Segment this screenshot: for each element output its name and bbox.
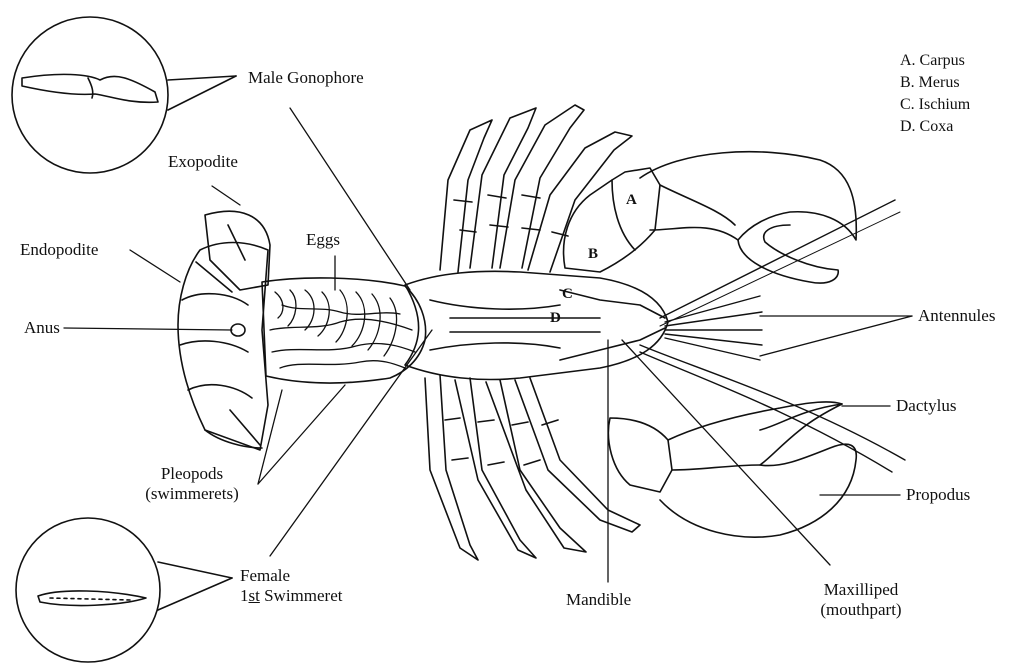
label-anus: Anus xyxy=(24,318,60,338)
label-male-gonophore: Male Gonophore xyxy=(248,68,364,88)
label-female-ordinal-suffix: st xyxy=(249,586,260,605)
label-pleopods-line1: Pleopods xyxy=(128,464,256,484)
segment-a-letter: A xyxy=(626,192,637,209)
segment-legend: A. Carpus B. Merus C. Ischium D. Coxa xyxy=(900,50,970,138)
label-maxilliped-line2: (mouthpart) xyxy=(806,600,916,620)
upper-cheliped xyxy=(564,152,857,283)
segment-c-letter: C xyxy=(562,286,573,303)
label-female-swimmeret: Female 1st Swimmeret xyxy=(240,566,342,606)
lower-cheliped xyxy=(608,402,856,537)
legend-item-ischium: C. Ischium xyxy=(900,94,970,116)
label-female-line2-rest: Swimmeret xyxy=(260,586,343,605)
segment-b-letter: B xyxy=(588,246,598,263)
label-maxilliped-line1: Maxilliped xyxy=(806,580,916,600)
label-endopodite: Endopodite xyxy=(20,240,98,260)
abdomen-with-eggs xyxy=(262,278,426,383)
legend-item-merus: B. Merus xyxy=(900,72,970,94)
label-antennules: Antennules xyxy=(918,306,995,326)
label-exopodite: Exopodite xyxy=(168,152,238,172)
tail-fan xyxy=(178,211,270,450)
thorax xyxy=(405,271,668,379)
walking-legs-upper xyxy=(440,105,632,272)
label-eggs: Eggs xyxy=(306,230,340,250)
legend-item-carpus: A. Carpus xyxy=(900,50,970,72)
label-female-line1: Female xyxy=(240,566,342,586)
label-mandible: Mandible xyxy=(566,590,631,610)
label-pleopods: Pleopods (swimmerets) xyxy=(128,464,256,504)
label-female-line2: 1st Swimmeret xyxy=(240,586,342,606)
label-female-ordinal-number: 1 xyxy=(240,586,249,605)
label-dactylus: Dactylus xyxy=(896,396,956,416)
label-pleopods-line2: (swimmerets) xyxy=(128,484,256,504)
label-propodus: Propodus xyxy=(906,485,970,505)
antennae xyxy=(640,200,905,472)
female-swimmeret-inset xyxy=(16,518,232,662)
segment-d-letter: D xyxy=(550,310,561,327)
label-maxilliped: Maxilliped (mouthpart) xyxy=(806,580,916,620)
legend-item-coxa: D. Coxa xyxy=(900,116,970,138)
leader-lines xyxy=(64,108,912,582)
male-gonophore-inset xyxy=(12,17,236,173)
